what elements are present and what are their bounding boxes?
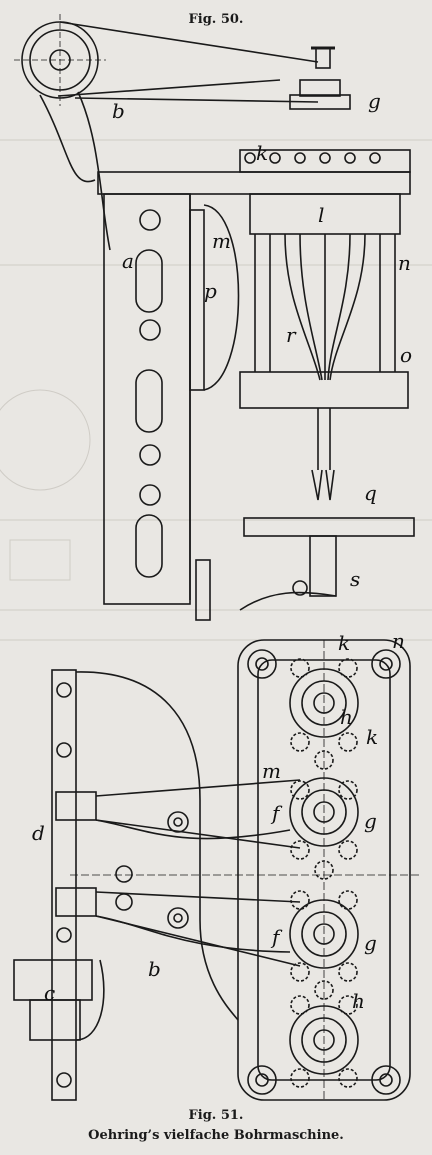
fig-50-labels: b g k l m n a p r o q s <box>112 89 412 591</box>
label-k-51: k <box>338 631 350 655</box>
label-n-51: n <box>392 629 405 653</box>
label-h-top: h <box>340 705 353 729</box>
caption: Oehring’s vielfache Bohrmaschine. <box>88 1128 344 1143</box>
label-r: r <box>286 323 297 347</box>
label-k: k <box>256 141 268 165</box>
figure-51-title: Fig. 51. <box>188 1108 244 1123</box>
label-q: q <box>364 481 377 505</box>
label-l: l <box>318 203 324 227</box>
background-bleed <box>0 139 432 641</box>
label-n: n <box>398 251 411 275</box>
label-o: o <box>400 343 412 367</box>
label-c: c <box>44 981 55 1005</box>
fig-50-drawing <box>14 14 415 621</box>
label-h-bottom: h <box>352 989 365 1013</box>
label-k2-51: k <box>366 725 378 749</box>
fig-51-labels: k n h k m f g d f g b c h <box>32 629 405 1013</box>
figure-50-title: Fig. 50. <box>188 12 244 27</box>
label-b: b <box>112 99 125 123</box>
label-g2: g <box>364 931 377 955</box>
label-s: s <box>350 567 360 591</box>
label-f2: f <box>270 925 283 949</box>
label-g1: g <box>364 809 377 833</box>
label-b-51: b <box>148 957 161 981</box>
label-m-51: m <box>262 759 281 783</box>
label-f1: f <box>270 801 283 825</box>
label-a: a <box>122 249 134 273</box>
fig-51-drawing <box>13 639 420 1101</box>
label-g: g <box>368 89 381 113</box>
label-m: m <box>212 229 231 253</box>
label-p: p <box>204 279 217 303</box>
label-d: d <box>32 821 45 845</box>
